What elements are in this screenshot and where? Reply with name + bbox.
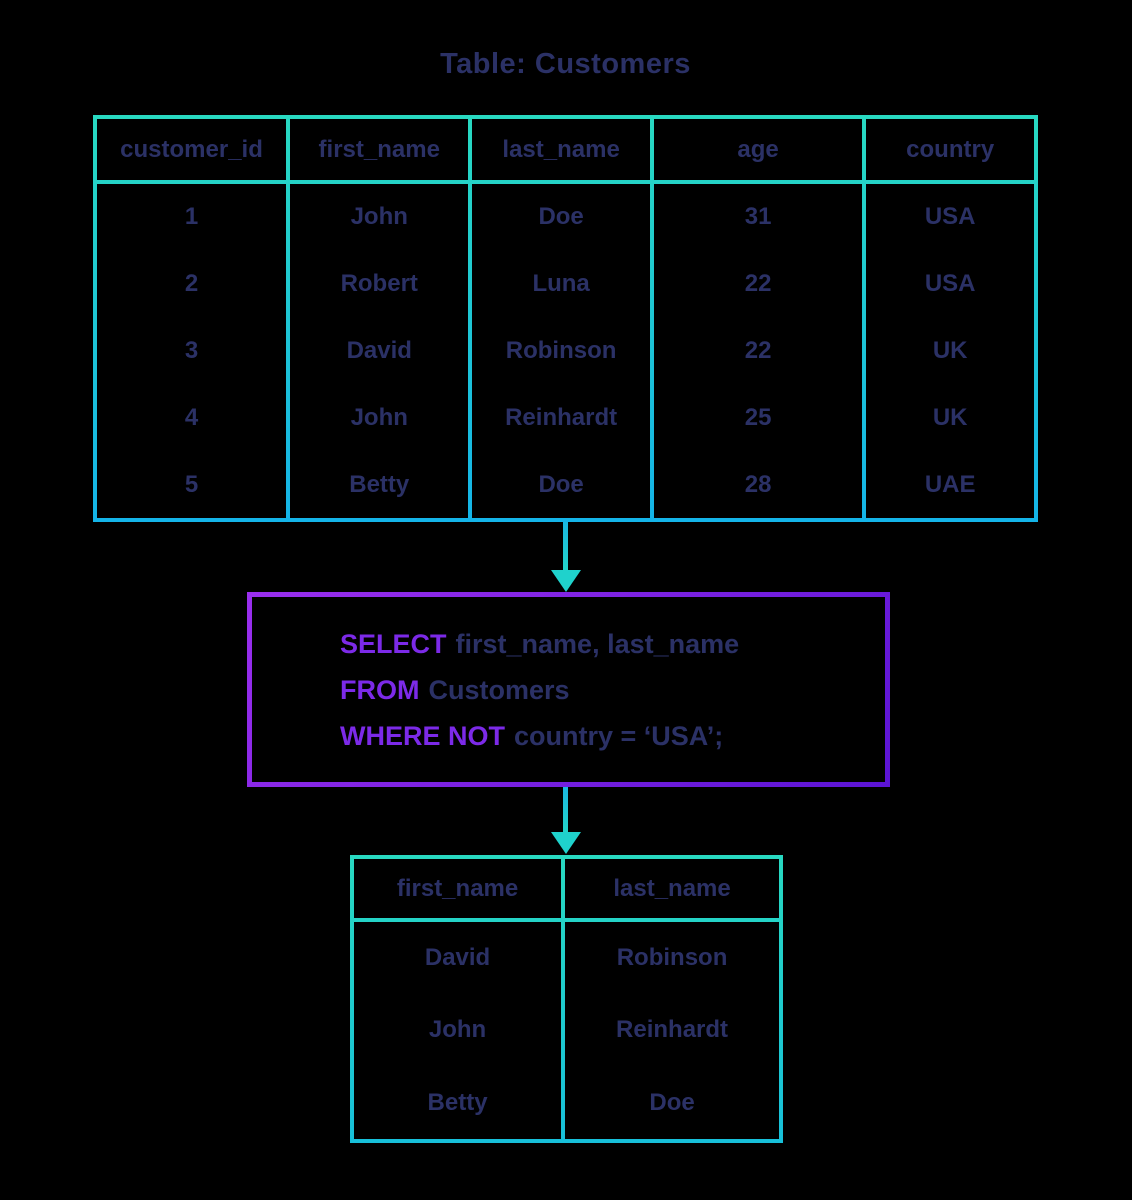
column-values: 1 2 3 4 5 (97, 184, 287, 518)
arrow-down-icon (551, 570, 581, 592)
column-header: customer_id (97, 119, 287, 180)
sql-code: country = ‘USA’; (514, 720, 724, 751)
sql-code: Customers (428, 674, 570, 705)
arrow-line (563, 787, 568, 833)
arrow-down-icon (551, 832, 581, 854)
cell-value: David (424, 944, 491, 972)
cell-value: Betty (427, 1088, 488, 1116)
cell-value: John (350, 403, 408, 431)
arrow-line (563, 522, 568, 572)
column-header: age (653, 119, 863, 180)
cell-value: Betty (349, 470, 410, 498)
sql-keyword: FROM (340, 674, 420, 705)
page-title: Table: Customers (440, 48, 691, 80)
cell-value: 3 (184, 336, 199, 364)
sql-code: first_name, last_name (455, 628, 740, 659)
column-header: last_name (565, 859, 779, 918)
cell-value: UK (932, 336, 968, 364)
cell-value: 2 (184, 270, 199, 298)
cell-value: 28 (744, 470, 772, 498)
cell-value: John (428, 1016, 487, 1044)
cell-value: 1 (184, 203, 199, 231)
column-values: USA USA UK UK UAE (866, 184, 1034, 518)
cell-value: 5 (184, 470, 199, 498)
cell-value: Robert (340, 270, 418, 298)
sql-keyword: WHERE NOT (340, 720, 505, 751)
cell-value: Doe (538, 470, 584, 498)
cell-value: UAE (924, 470, 976, 498)
sql-query-box: SELECT first_name, last_name FROM Customer… (247, 592, 890, 787)
cell-value: Reinhardt (505, 403, 618, 431)
cell-value: USA (924, 270, 976, 298)
sql-query-text: SELECT first_name, last_name FROM Customer… (252, 597, 885, 782)
cell-value: David (346, 336, 412, 364)
cell-value: 25 (744, 403, 772, 431)
cell-value: UK (932, 403, 968, 431)
cell-value: Doe (649, 1088, 695, 1116)
cell-value: Luna (532, 270, 590, 298)
cell-value: Robinson (616, 944, 728, 972)
column-header: last_name (472, 119, 650, 180)
sql-line-where: WHERE NOT country = ‘USA’; (340, 713, 885, 759)
column-header: first_name (290, 119, 469, 180)
sql-line-select: SELECT first_name, last_name (340, 621, 885, 667)
cell-value: Robinson (505, 336, 617, 364)
cell-value: Reinhardt (616, 1016, 729, 1044)
sql-keyword: SELECT (340, 628, 447, 659)
column-header: country (866, 119, 1034, 180)
cell-value: Doe (538, 203, 584, 231)
cell-value: 4 (184, 403, 199, 431)
column-header: first_name (354, 859, 562, 918)
cell-value: 22 (744, 270, 772, 298)
cell-value: 22 (744, 336, 772, 364)
cell-value: 31 (744, 203, 772, 231)
cell-value: USA (924, 203, 976, 231)
sql-line-from: FROM Customers (340, 667, 885, 713)
column-values: 31 22 22 25 28 (653, 184, 863, 518)
cell-value: John (350, 203, 408, 231)
